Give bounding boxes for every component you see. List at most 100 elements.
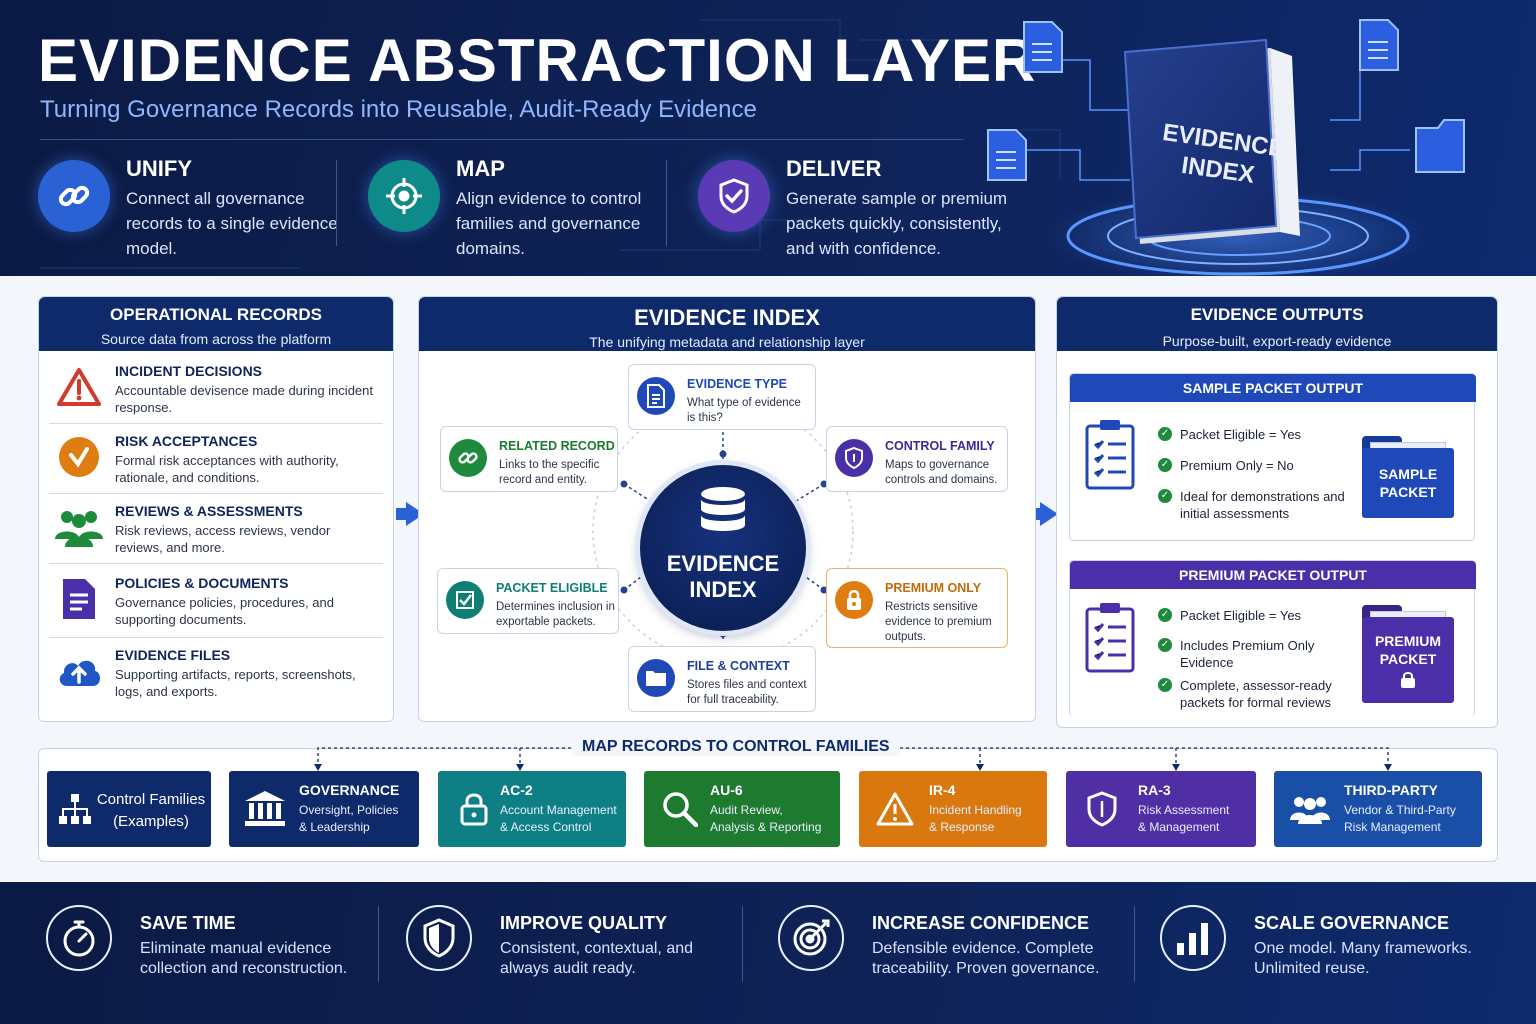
family-line: Incident Handling [929,803,1022,817]
benefit-text: Defensible evidence. Complete traceabili… [872,940,1100,977]
node-title: FILE & CONTEXT [687,659,790,673]
sample-packet-folder: SAMPLE PACKET [1362,436,1454,518]
family-line: Vendor & Third-Party [1344,803,1456,817]
node-text: Links to the specific record and entity. [499,459,600,486]
lock-icon [835,581,873,619]
record-title: POLICIES & DOCUMENTS [115,575,289,591]
warning-icon [55,365,103,409]
record-text: Supporting artifacts, reports, screensho… [115,667,356,699]
benefit-divider [1134,906,1135,982]
control-family-governance: GOVERNANCE Oversight, Policies& Leadersh… [229,771,419,847]
header-banner: EVIDENCE ABSTRACTION LAYER Turning Gover… [0,0,1536,276]
crosshair-icon [368,160,440,232]
control-family-ir-4: IR-4 Incident Handling & Response [859,771,1047,847]
node-evidence-type: EVIDENCE TYPE What type of evidence is t… [628,364,816,430]
record-reviews-assessments: REVIEWS & ASSESSMENTS Risk reviews, acce… [49,503,391,555]
pillar-title: UNIFY [126,156,192,181]
people-icon [55,505,103,549]
panel-subtitle: Source data from across the platform [100,331,332,347]
family-line: & Access Control [500,820,592,834]
shield-icon [835,439,873,477]
family-code: IR-4 [929,782,956,798]
benefit-title: SAVE TIME [140,913,236,933]
panel-subtitle: Purpose-built, export-ready evidence [1162,333,1392,349]
pillar-unify: UNIFY Connect all governance records to … [38,156,338,266]
hub-label-line2: INDEX [689,577,757,602]
benefit-text: Consistent, contextual, and always audit… [500,940,694,977]
benefit-divider [378,906,379,982]
panel-title: EVIDENCE OUTPUTS [1190,305,1364,324]
magnifier-icon [658,787,702,831]
pillar-divider [336,160,337,246]
record-divider [49,637,383,638]
operational-records-header: OPERATIONAL RECORDS Source data from acr… [39,297,393,351]
link-icon [449,439,487,477]
warning-icon [873,787,917,831]
page-title: EVIDENCE ABSTRACTION LAYER [38,27,1037,94]
record-policies-documents: POLICIES & DOCUMENTS Governance policies… [49,575,391,627]
pillar-text: Generate sample or premium packets quick… [786,189,1008,258]
node-control-family: CONTROL FAMILY Maps to governance contro… [826,426,1008,492]
family-code: AC-2 [500,782,533,798]
node-text: Stores files and context for full tracea… [687,679,807,706]
sample-packet-output: SAMPLE PACKET OUTPUT ✓Packet Eligible = … [1069,373,1476,541]
panel-title: EVIDENCE INDEX [634,305,820,330]
clipboard-icon [1085,603,1135,673]
family-line: & Response [929,820,995,834]
evidence-outputs-panel: EVIDENCE OUTPUTS Purpose-built, export-r… [1056,296,1498,728]
folder-label: PREMIUM [1374,632,1442,649]
record-title: RISK ACCEPTANCES [115,433,258,449]
shield-icon [406,905,472,971]
family-code: GOVERNANCE [299,782,400,798]
record-title: REVIEWS & ASSESSMENTS [115,503,303,519]
node-title: PREMIUM ONLY [885,581,982,595]
bar-chart-icon [1160,905,1226,971]
node-file-context: FILE & CONTEXT Stores files and context … [628,646,816,712]
checkbox-icon [446,581,484,619]
family-line: Account Management [500,803,617,817]
link-icon [38,160,110,232]
record-text: Accountable devisence made during incide… [115,383,374,415]
node-title: PACKET ELIGIBLE [496,581,608,595]
control-family-ac-2: AC-2 Account Management & Access Control [438,771,626,847]
record-divider [49,493,383,494]
folder-icon [637,659,675,697]
premium-packet-output: PREMIUM PACKET OUTPUT ✓Packet Eligible =… [1069,560,1476,716]
benefit-text: One model. Many frameworks. Unlimited re… [1254,940,1472,977]
building-icon [243,787,287,831]
control-family-au-6: AU-6 Audit Review,Analysis & Reporting [644,771,840,847]
record-title: INCIDENT DECISIONS [115,363,263,379]
record-incident-decisions: INCIDENT DECISIONS Accountable devisence… [49,363,391,415]
panel-title: OPERATIONAL RECORDS [110,305,322,324]
benefit-title: INCREASE CONFIDENCE [872,913,1090,933]
intro-label: Control Families [96,791,206,808]
pillar-divider [666,160,667,246]
pillar-text: Align evidence to control families and g… [456,189,642,258]
output-header: SAMPLE PACKET OUTPUT [1070,374,1476,402]
map-records-title: MAP RECORDS TO CONTROL FAMILIES [572,738,900,756]
cloud-upload-icon [55,649,103,693]
control-family-ra-3: RA-3 Risk Assessment& Management [1066,771,1256,847]
target-icon [778,905,844,971]
benefit-text: Eliminate manual evidence collection and… [140,940,348,977]
folder-label: PACKET [1379,650,1437,667]
node-text: Maps to governance controls and domains. [885,459,998,486]
footer-benefits-bar [0,882,1536,1024]
hub-label-line1: EVIDENCE [666,551,780,576]
hierarchy-icon [55,787,95,831]
pillar-title: MAP [456,156,505,181]
record-evidence-files: EVIDENCE FILES Supporting artifacts, rep… [49,647,391,699]
folder-label: SAMPLE [1378,466,1438,482]
document-icon [55,577,103,621]
benefit-title: SCALE GOVERNANCE [1254,913,1450,933]
operational-records-panel: OPERATIONAL RECORDS Source data from acr… [38,296,394,722]
lock-icon [452,787,496,831]
record-text: Formal risk acceptances with authority, … [115,453,339,485]
pillar-title: DELIVER [786,156,882,181]
pillar-text: Connect all governance records to a sing… [126,189,338,258]
family-code: RA-3 [1138,782,1171,798]
node-text: Determines inclusion in exportable packe… [496,601,615,628]
shield-icon [1080,787,1124,831]
node-premium-only: PREMIUM ONLY Restricts sensitive evidenc… [826,568,1008,648]
